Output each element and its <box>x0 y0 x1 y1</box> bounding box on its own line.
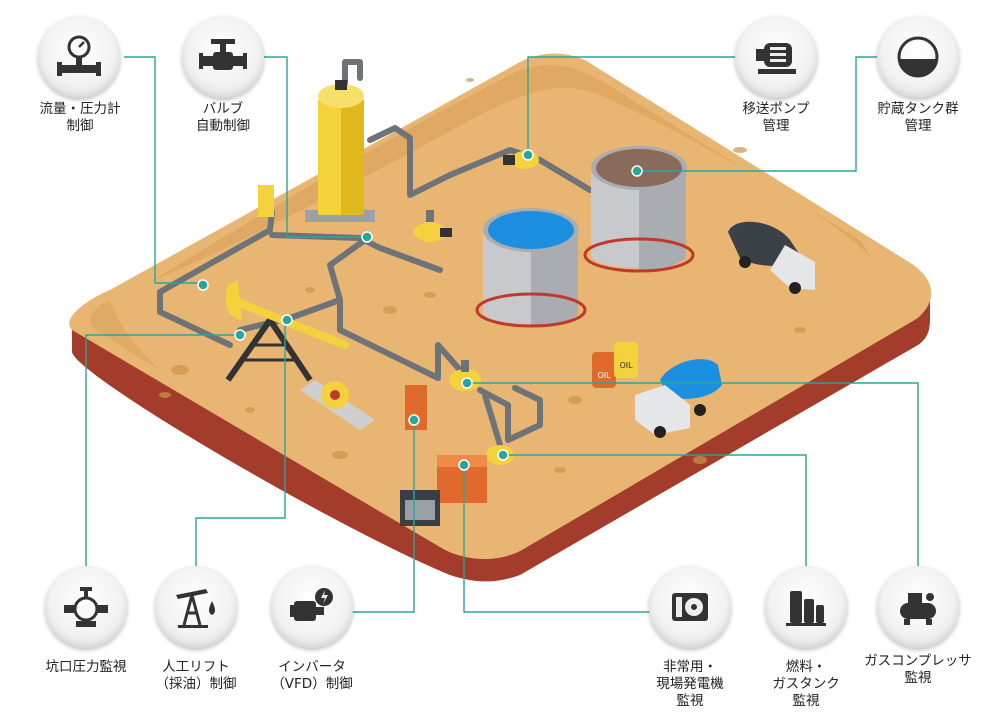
node-generator <box>644 566 736 658</box>
tanker-truck-blue <box>635 359 722 438</box>
generator-icon <box>672 593 708 621</box>
node-gas-compressor <box>872 566 964 658</box>
node-inverter-vfd <box>266 566 358 658</box>
node-fuel-gas-tank <box>760 566 852 658</box>
compressor-icon <box>900 593 936 625</box>
node-transfer-pump <box>730 16 822 108</box>
label-flow-pressure: 流量・圧力計制御 <box>39 101 121 134</box>
node-wellhead <box>40 566 132 658</box>
oil-storage-tank <box>583 146 695 273</box>
inverter-motor-icon <box>290 588 333 621</box>
valve-icon <box>199 39 247 70</box>
site-equipment <box>258 185 487 526</box>
oil-barrels: OIL OIL <box>592 342 638 388</box>
label-fuel-gas-tank: 燃料・ガスタンク監視 <box>772 659 840 709</box>
node-artificial-lift <box>150 566 242 658</box>
label-gas-compressor: ガスコンプレッサ監視 <box>864 653 972 686</box>
barrel-label: OIL <box>597 371 611 380</box>
wellhead-icon <box>64 587 108 627</box>
barrel-label-2: OIL <box>619 361 633 370</box>
tanker-truck-dark <box>728 221 815 294</box>
label-transfer-pump: 移送ポンプ管理 <box>742 101 810 134</box>
transfer-pump-icon <box>756 43 796 74</box>
pressure-gauge-icon <box>57 35 101 76</box>
label-wellhead: 坑口圧力監視 <box>45 659 127 675</box>
pumpjack-icon <box>176 589 215 628</box>
label-inverter-vfd: インバータ（VFD）制御 <box>271 659 353 692</box>
node-valve <box>177 16 269 108</box>
connector-lines <box>85 56 919 613</box>
fuel-tank-icon <box>786 591 826 626</box>
water-storage-tank <box>475 208 587 328</box>
pumpjack <box>225 280 375 430</box>
node-flow-pressure <box>33 16 125 108</box>
label-valve: バルブ自動制御 <box>196 101 250 134</box>
separator-vessel <box>305 80 375 222</box>
label-storage-tank: 貯蔵タンク群管理 <box>877 101 959 134</box>
node-storage-tank <box>872 16 964 108</box>
label-generator: 非常用・現場発電機監視 <box>656 659 724 709</box>
storage-tank-icon <box>897 36 939 78</box>
label-artificial-lift: 人工リフト（採油）制御 <box>155 659 237 692</box>
connector-dots <box>197 149 643 471</box>
